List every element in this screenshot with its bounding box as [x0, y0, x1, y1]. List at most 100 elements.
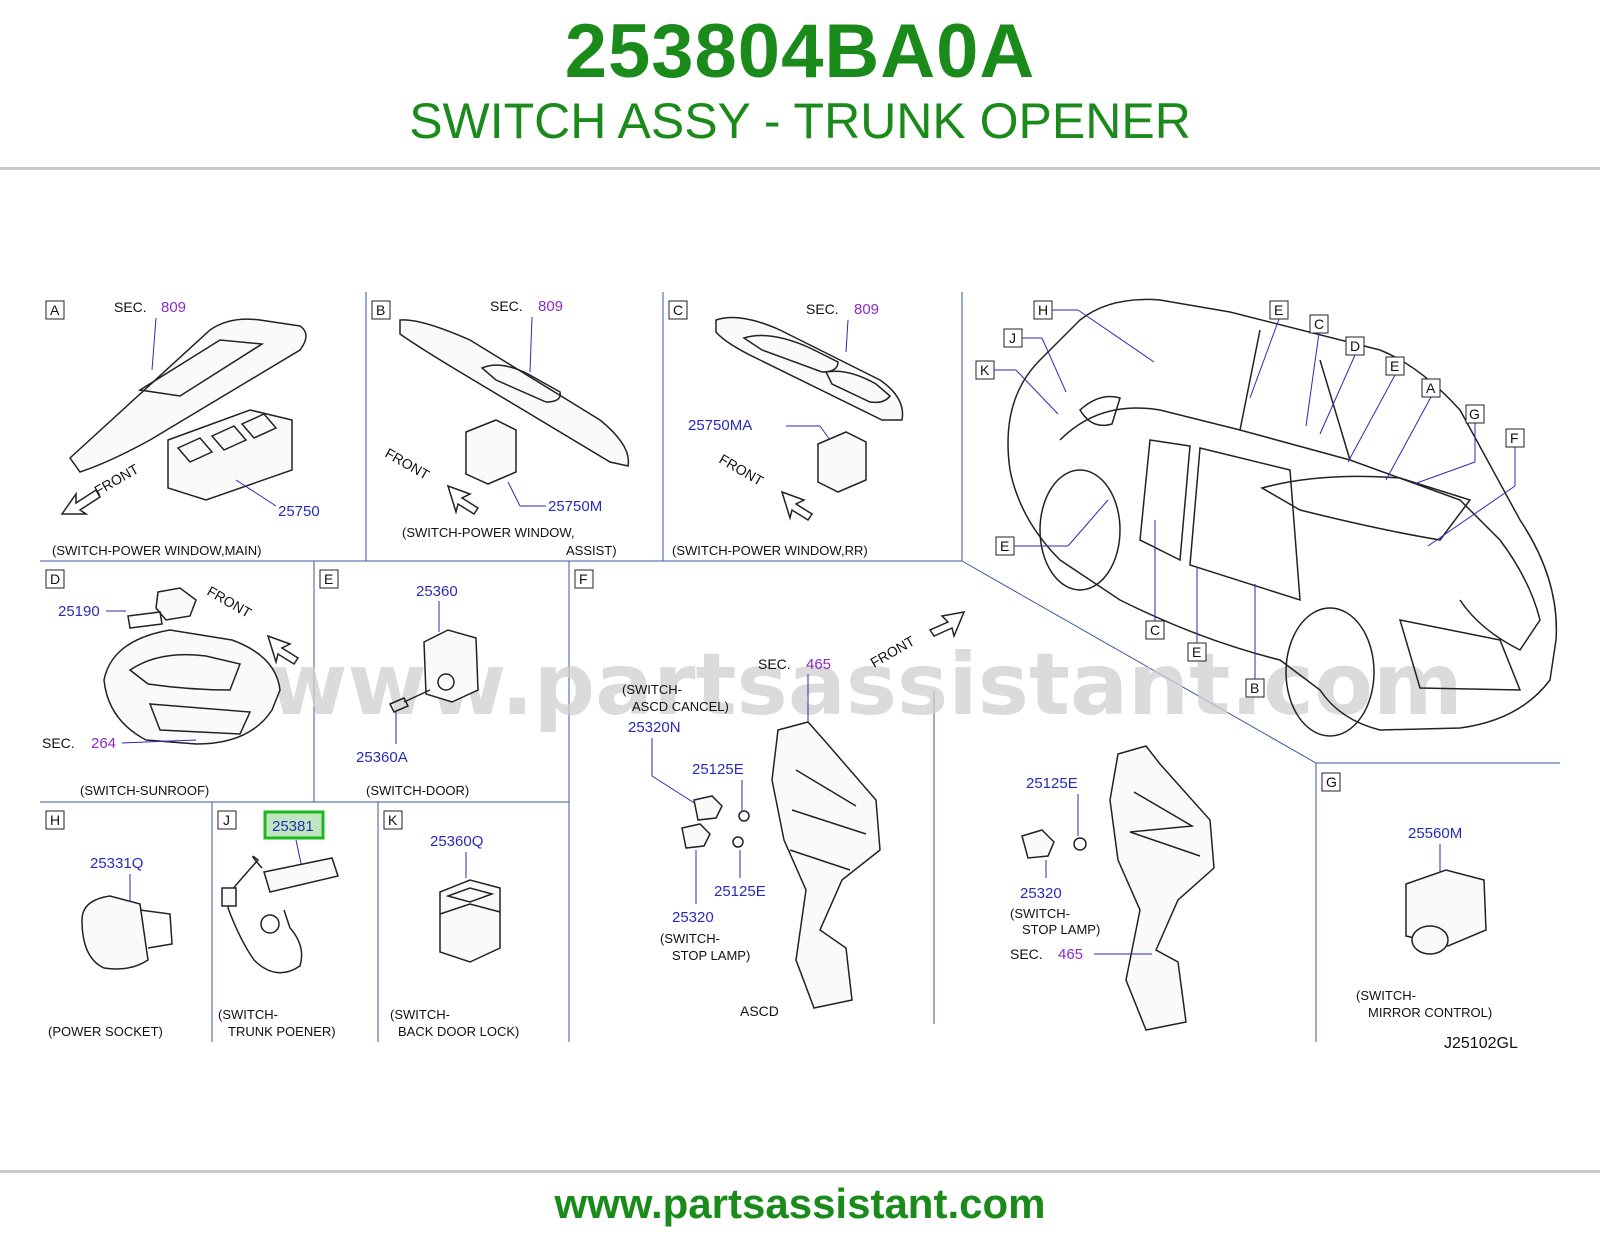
panel-f-letter-box: [574, 569, 594, 589]
r-stop-lamp-caption-2: STOP LAMP): [1022, 922, 1100, 937]
callout-k: K: [980, 362, 990, 378]
ascd-brake-pedal: [771, 721, 881, 1009]
part-25320n: 25320N: [628, 719, 681, 736]
stop-lamp-switch-right: [1021, 829, 1055, 859]
vehicle-rear-wheel: [1039, 469, 1121, 591]
panel-c: C SEC. 809 25750MA FRONT (SWITCH-POWER W…: [668, 300, 904, 558]
window-switch-bezel-assist: [399, 319, 630, 467]
ascd-cancel-caption-2: ASCD CANCEL): [632, 699, 729, 714]
panel-grid: [40, 292, 1560, 1042]
panel-b-letter-box: [371, 300, 391, 320]
window-switch-main: [167, 409, 293, 501]
panel-b-caption-1: (SWITCH-POWER WINDOW,: [402, 525, 575, 540]
panel-a-letter-box: [45, 300, 65, 320]
door-switch: [423, 629, 479, 703]
panel-k-caption-1: (SWITCH-: [390, 1007, 450, 1022]
panel-d-front-label: FRONT: [205, 583, 255, 621]
front-arrow-icon: [780, 490, 814, 522]
part-25560m: 25560M: [1408, 825, 1462, 842]
panel-f-sec-label: SEC.: [758, 656, 791, 672]
part-25750m: 25750M: [548, 498, 602, 515]
trunk-opener-switch: [263, 857, 339, 893]
panel-h-letter: H: [50, 812, 60, 828]
callout-e-3: E: [1000, 538, 1009, 554]
panel-f-letter: F: [579, 571, 588, 587]
vehicle-callouts: H J K E C D E A G F E C E: [975, 300, 1525, 698]
panel-k-caption-2: BACK DOOR LOCK): [398, 1024, 519, 1039]
callout-b: B: [1250, 680, 1259, 696]
callout-c-1: C: [1314, 316, 1324, 332]
trunk-opener-harness: [227, 855, 303, 974]
front-arrow-icon: [446, 484, 480, 516]
callout-e-1: E: [1274, 302, 1283, 318]
panel-j-caption-1: (SWITCH-: [218, 1007, 278, 1022]
panel-b-front-label: FRONT: [383, 445, 433, 483]
panel-j: J 25381 (SWITCH- TRUNK POENER): [217, 810, 339, 1039]
overhead-console: [103, 629, 281, 745]
power-socket: [81, 895, 149, 970]
panel-b-letter: B: [376, 302, 385, 318]
panel-b-sec-label: SEC.: [490, 298, 523, 314]
callout-e-4: E: [1192, 644, 1201, 660]
stop-lamp-switch: [681, 823, 711, 849]
footer-divider: [0, 1170, 1600, 1173]
callout-h: H: [1038, 302, 1048, 318]
panel-c-sec-label: SEC.: [806, 301, 839, 317]
vehicle-windshield: [1260, 475, 1472, 541]
panel-d: D 25190 FRONT SEC. 264 (SWITCH-SUNROOF): [42, 569, 300, 798]
back-door-lock-switch: [439, 879, 501, 963]
stop-lamp-caption-1: (SWITCH-: [660, 931, 720, 946]
front-arrow-icon: [266, 634, 300, 666]
part-25360: 25360: [416, 583, 458, 600]
part-25331q: 25331Q: [90, 855, 143, 872]
panel-a: A SEC. 809 25750 FRONT (SWITCH-POWER WIN…: [45, 299, 320, 558]
callout-d: D: [1350, 338, 1360, 354]
part-25750ma: 25750MA: [688, 417, 752, 434]
stop-lamp-caption-2: STOP LAMP): [672, 948, 750, 963]
panel-c-sec-number: 809: [854, 301, 879, 318]
panel-a-sec-label: SEC.: [114, 299, 147, 315]
window-switch-bezel: [69, 318, 307, 473]
panel-b-sec-number: 809: [538, 298, 563, 315]
part-title: SWITCH ASSY - TRUNK OPENER: [409, 93, 1191, 149]
part-25190: 25190: [58, 603, 100, 620]
panel-d-letter-box: [45, 569, 65, 589]
panel-a-caption: (SWITCH-POWER WINDOW,MAIN): [52, 543, 261, 558]
callout-e-2: E: [1390, 358, 1399, 374]
panel-g-caption-2: MIRROR CONTROL): [1368, 1005, 1492, 1020]
footer-url[interactable]: www.partsassistant.com: [554, 1180, 1046, 1227]
panel-d-sec-number: 264: [91, 735, 116, 752]
part-25360q: 25360Q: [430, 833, 483, 850]
brake-pedal-right: [1109, 745, 1215, 1031]
part-25381: 25381: [272, 818, 314, 835]
panel-e-letter: E: [324, 571, 333, 587]
panel-d-caption: (SWITCH-SUNROOF): [80, 783, 209, 798]
panel-c-caption: (SWITCH-POWER WINDOW,RR): [672, 543, 868, 558]
front-arrow-icon: [928, 611, 966, 639]
part-25360a: 25360A: [356, 749, 408, 766]
part-25320-left: 25320: [672, 909, 714, 926]
r-stop-lamp-caption-1: (SWITCH-: [1010, 906, 1070, 921]
callout-c-2: C: [1150, 622, 1160, 638]
window-switch-rr: [817, 431, 867, 493]
panel-g-caption-1: (SWITCH-: [1356, 988, 1416, 1003]
callout-a: A: [1426, 380, 1436, 396]
window-switch-bezel-rr: [715, 316, 904, 421]
sunroof-switch: [155, 587, 197, 621]
r-sec-number: 465: [1058, 946, 1083, 963]
panel-j-letter: J: [223, 812, 230, 828]
vehicle-overview: [1007, 298, 1558, 737]
callout-f: F: [1510, 430, 1519, 446]
panel-j-letter-box: [217, 810, 237, 830]
panel-g-letter: G: [1326, 774, 1337, 790]
panel-f-sec-number: 465: [806, 656, 831, 673]
diagram-code: J25102GL: [1444, 1035, 1518, 1052]
ascd-cancel-caption-1: (SWITCH-: [622, 682, 682, 697]
part-25125e-top: 25125E: [692, 761, 744, 778]
panel-k-letter-box: [383, 810, 403, 830]
panel-e-caption: (SWITCH-DOOR): [366, 783, 469, 798]
part-25125e-bottom: 25125E: [714, 883, 766, 900]
panel-b-caption-2: ASSIST): [566, 543, 617, 558]
ascd-cancel-switch: [693, 795, 723, 821]
